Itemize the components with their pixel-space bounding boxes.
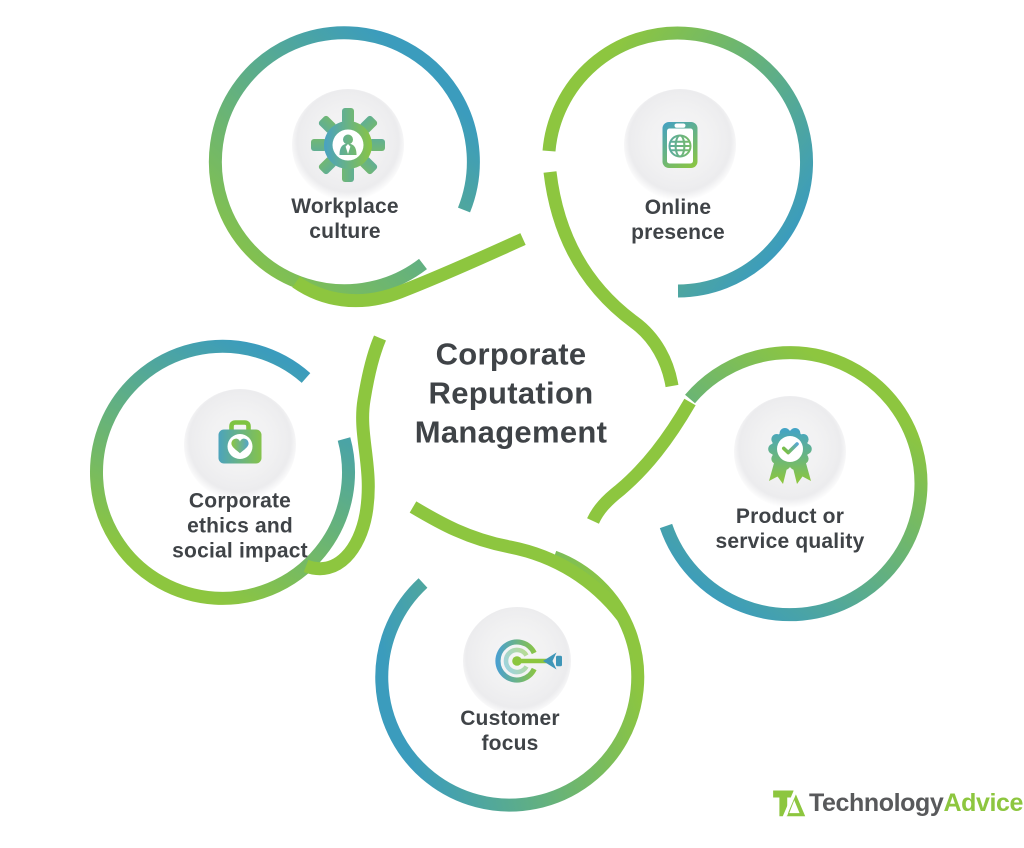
ring-product-quality xyxy=(587,346,928,622)
technologyadvice-logo: TechnologyAdvice xyxy=(770,784,1023,822)
center-title: Corporate Reputation Management xyxy=(415,335,607,452)
award-ribbon-check-icon xyxy=(734,396,846,508)
heart-glyph xyxy=(231,438,249,454)
logo-text: TechnologyAdvice xyxy=(809,784,1023,822)
globe-glyph xyxy=(668,134,692,158)
ring-arc xyxy=(659,346,928,622)
target-arrow-icon xyxy=(463,607,571,715)
ring-arc xyxy=(542,26,813,298)
ring-arc xyxy=(89,339,355,605)
ring-tail xyxy=(409,501,628,621)
ring-tail xyxy=(587,398,696,524)
check-glyph xyxy=(782,442,799,455)
node-label-workplace-culture: Workplace culture xyxy=(291,195,399,243)
node-label-corporate-ethics: Corporate ethics and social impact xyxy=(172,489,308,563)
ring-tail xyxy=(543,171,679,388)
ring-workplace-culture xyxy=(208,26,526,308)
ring-tail xyxy=(303,335,386,576)
node-label-product-quality: Product or service quality xyxy=(715,505,865,553)
ring-corporate-ethics xyxy=(89,335,386,605)
gear-person-icon xyxy=(292,89,404,201)
tablet-globe-icon xyxy=(624,89,736,201)
ta-logo-mark-icon xyxy=(773,786,806,820)
center-title-line: Reputation xyxy=(428,375,594,411)
center-title-line: Management xyxy=(414,414,608,450)
ring-tail xyxy=(292,233,526,308)
node-label-customer-focus: Customer focus xyxy=(460,707,560,755)
ring-online-presence xyxy=(542,26,813,388)
briefcase-heart-icon xyxy=(184,389,296,501)
logo-text-technology: Technology xyxy=(809,789,944,817)
node-label-online-presence: Online presence xyxy=(631,196,725,244)
person-head xyxy=(343,134,353,145)
center-title-line: Corporate xyxy=(435,336,587,372)
logo-text-advice: Advice xyxy=(943,789,1024,817)
ring-customer-focus xyxy=(375,501,645,812)
person-tie xyxy=(345,144,351,154)
ring-arc xyxy=(375,550,645,812)
